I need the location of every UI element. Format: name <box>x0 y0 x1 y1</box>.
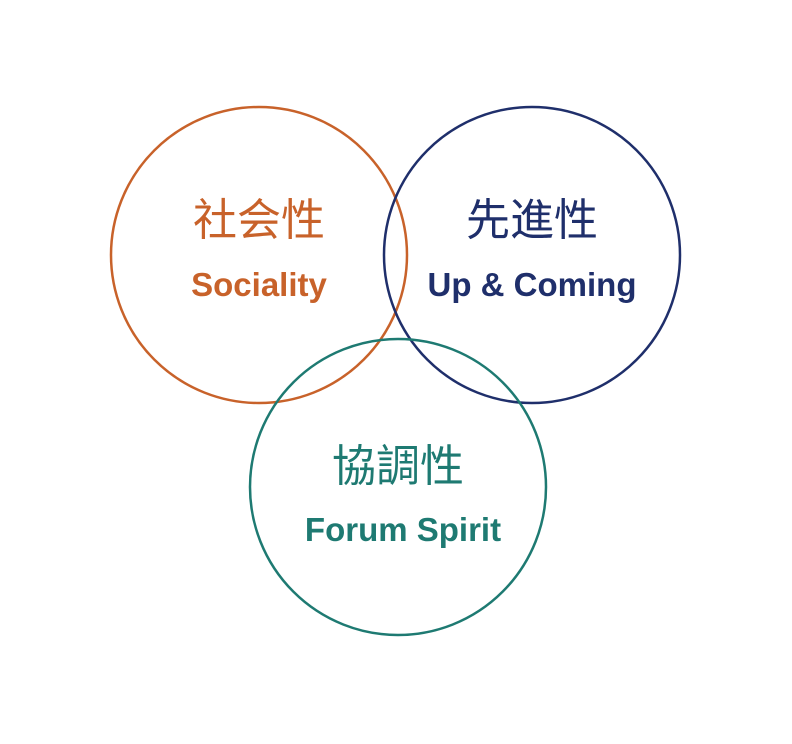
label-english-sociality: Sociality <box>191 266 327 303</box>
circle-group-sociality: 社会性 Sociality <box>109 105 409 405</box>
label-kanji-forum-spirit: 協調性 <box>332 441 464 492</box>
circle-sociality <box>109 105 409 405</box>
label-english-up-coming: Up & Coming <box>428 266 637 303</box>
label-kanji-sociality: 社会性 <box>193 195 325 246</box>
label-kanji-up-coming: 先進性 <box>466 195 598 246</box>
circle-up-coming <box>382 105 682 405</box>
circle-group-up-coming: 先進性 Up & Coming <box>382 105 682 405</box>
circle-forum-spirit <box>248 337 548 637</box>
circle-group-forum-spirit: 協調性 Forum Spirit <box>248 337 548 637</box>
label-english-forum-spirit: Forum Spirit <box>305 511 501 548</box>
